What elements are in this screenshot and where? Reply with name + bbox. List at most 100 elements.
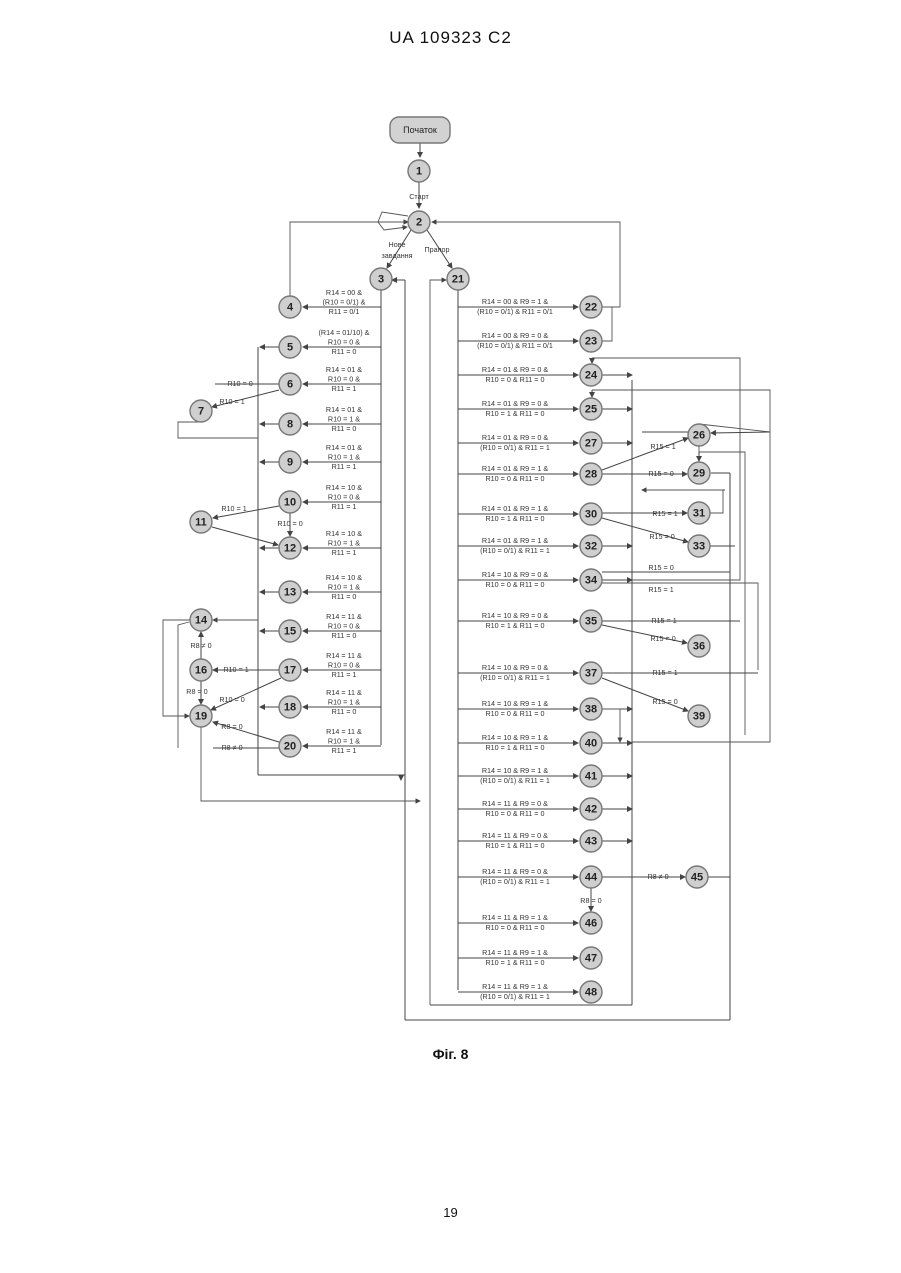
node-44-label: 44 bbox=[585, 872, 598, 884]
node-20: 20 bbox=[279, 735, 301, 757]
condition-3-13: R10 = 1 & bbox=[328, 583, 360, 592]
node-17-label: 17 bbox=[284, 665, 296, 677]
node-20-label: 20 bbox=[284, 741, 296, 753]
node-9-label: 9 bbox=[287, 457, 293, 469]
node-45: 45 bbox=[686, 866, 708, 888]
label-35-r15-0: R15 = 0 bbox=[650, 634, 675, 643]
node-14: 14 bbox=[190, 609, 212, 631]
node-21-label: 21 bbox=[452, 274, 464, 286]
condition-3-15: R10 = 0 & bbox=[328, 622, 360, 631]
node-2-label: 2 bbox=[416, 217, 422, 229]
node-16: 16 bbox=[190, 659, 212, 681]
node-31-label: 31 bbox=[693, 508, 705, 520]
condition-3-10: R11 = 1 bbox=[332, 502, 357, 511]
node-4-label: 4 bbox=[287, 302, 294, 314]
node-4: 4 bbox=[279, 296, 301, 318]
node-45-label: 45 bbox=[691, 872, 703, 884]
condition-3-13: R11 = 0 bbox=[332, 592, 357, 601]
condition-21-30: R10 = 1 & R11 = 0 bbox=[485, 514, 544, 523]
x6 bbox=[699, 446, 745, 735]
node-2: 2 bbox=[408, 211, 430, 233]
node-29: 29 bbox=[688, 462, 710, 484]
condition-3-17: R11 = 1 bbox=[332, 670, 357, 679]
node-5: 5 bbox=[279, 336, 301, 358]
node-29-label: 29 bbox=[693, 468, 705, 480]
node-35: 35 bbox=[580, 610, 602, 632]
condition-3-9: R11 = 1 bbox=[332, 462, 357, 471]
node-16-label: 16 bbox=[195, 665, 207, 677]
node-17: 17 bbox=[279, 659, 301, 681]
node-32: 32 bbox=[580, 535, 602, 557]
condition-3-17: R10 = 0 & bbox=[328, 661, 360, 670]
node-21: 21 bbox=[447, 268, 469, 290]
node-40-label: 40 bbox=[585, 738, 597, 750]
node-36: 36 bbox=[688, 635, 710, 657]
condition-3-12: R14 = 10 & bbox=[326, 529, 362, 538]
node-28-label: 28 bbox=[585, 469, 597, 481]
node-12: 12 bbox=[279, 537, 301, 559]
condition-21-27: R14 = 01 & R9 = 0 & bbox=[482, 433, 549, 442]
condition-21-47: R10 = 1 & R11 = 0 bbox=[485, 958, 544, 967]
label-34-r15-0: R15 = 0 bbox=[648, 563, 673, 572]
condition-3-20: R11 = 1 bbox=[332, 746, 357, 755]
label-28-r15-0: R15 = 0 bbox=[648, 469, 673, 478]
label-20-r8-ne: R8 ≠ 0 bbox=[221, 743, 242, 752]
node-9: 9 bbox=[279, 451, 301, 473]
condition-3-15: R14 = 11 & bbox=[326, 612, 362, 621]
condition-21-43: R10 = 1 & R11 = 0 bbox=[485, 841, 544, 850]
node-3-label: 3 bbox=[378, 274, 384, 286]
edge-34-right bbox=[602, 583, 758, 670]
node-11: 11 bbox=[190, 511, 212, 533]
condition-3-10: R14 = 10 & bbox=[326, 483, 362, 492]
edge-23-2 bbox=[602, 307, 612, 341]
label-17-r10-0: R10 = 0 bbox=[219, 695, 244, 704]
node-11-label: 11 bbox=[195, 517, 207, 529]
node-18-label: 18 bbox=[284, 702, 296, 714]
node-34: 34 bbox=[580, 569, 602, 591]
node-13: 13 bbox=[279, 581, 301, 603]
condition-21-48: R14 = 11 & R9 = 1 & bbox=[482, 982, 548, 991]
node-33-label: 33 bbox=[693, 541, 705, 553]
condition-3-18: R14 = 11 & bbox=[326, 688, 362, 697]
node-32-label: 32 bbox=[585, 541, 597, 553]
label-30-r15-0: R15 = 0 bbox=[649, 532, 674, 541]
condition-21-30: R14 = 01 & R9 = 1 & bbox=[482, 504, 549, 513]
node-15: 15 bbox=[279, 620, 301, 642]
condition-21-37: R14 = 10 & R9 = 0 & bbox=[482, 663, 549, 672]
node-8-label: 8 bbox=[287, 419, 293, 431]
condition-3-5: (R14 = 01/10) & bbox=[319, 328, 370, 337]
page-number: 19 bbox=[0, 1205, 901, 1220]
condition-21-40: R14 = 10 & R9 = 1 & bbox=[482, 733, 549, 742]
label-44-r8-ne: R8 ≠ 0 bbox=[647, 872, 668, 881]
node-28: 28 bbox=[580, 463, 602, 485]
node-24-label: 24 bbox=[585, 370, 598, 382]
label-10-r10-1: R10 = 1 bbox=[221, 504, 246, 513]
node-22-label: 22 bbox=[585, 302, 597, 314]
condition-21-46: R10 = 0 & R11 = 0 bbox=[485, 923, 544, 932]
node-35-label: 35 bbox=[585, 616, 597, 628]
condition-3-9: R14 = 01 & bbox=[326, 443, 362, 452]
node-46-label: 46 bbox=[585, 918, 597, 930]
condition-3-4: R14 = 00 & bbox=[326, 288, 362, 297]
condition-3-6: R10 = 0 & bbox=[328, 375, 360, 384]
edge-back-26 bbox=[711, 432, 770, 433]
edge-30-33 bbox=[602, 518, 688, 542]
node-40: 40 bbox=[580, 732, 602, 754]
node-12-label: 12 bbox=[284, 543, 296, 555]
node-1: 1 bbox=[408, 160, 430, 182]
edge-19-return bbox=[201, 727, 420, 801]
node-8: 8 bbox=[279, 413, 301, 435]
node-37-label: 37 bbox=[585, 668, 597, 680]
node-10-label: 10 bbox=[284, 497, 296, 509]
condition-21-23: R14 = 00 & R9 = 0 & bbox=[482, 331, 549, 340]
condition-21-48: (R10 = 0/1) & R11 = 1 bbox=[480, 992, 550, 1001]
condition-21-25: R14 = 01 & R9 = 0 & bbox=[482, 399, 549, 408]
edge-7-bus bbox=[178, 422, 258, 438]
condition-21-24: R10 = 0 & R11 = 0 bbox=[485, 375, 544, 384]
node-43-label: 43 bbox=[585, 836, 597, 848]
condition-3-18: R10 = 1 & bbox=[328, 698, 360, 707]
condition-3-6: R14 = 01 & bbox=[326, 365, 362, 374]
label-37-r15-0: R15 = 0 bbox=[652, 697, 677, 706]
label-flag: Прапор bbox=[424, 245, 449, 254]
